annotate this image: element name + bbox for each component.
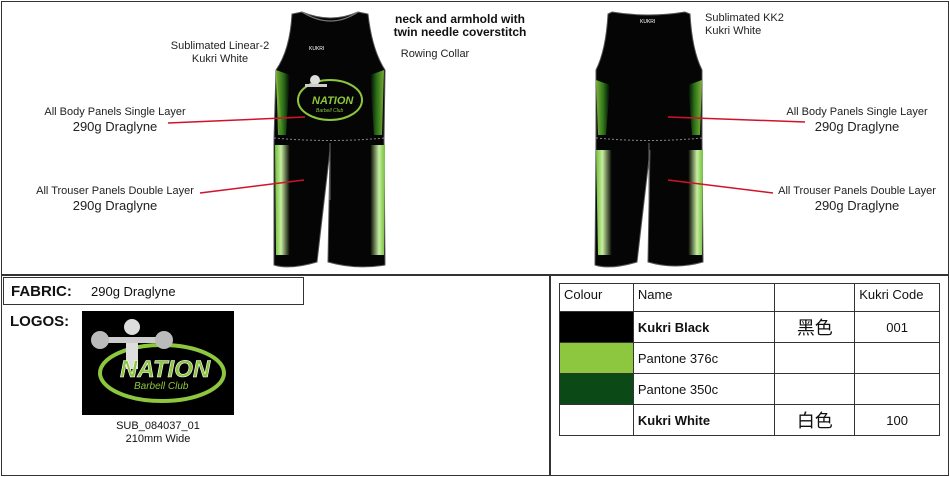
back-view: KUKRI xyxy=(594,11,704,268)
logo-subtext: Barbell Club xyxy=(134,381,189,392)
back-chest-brand: KUKRI xyxy=(640,19,655,25)
header-code: Kukri Code xyxy=(854,283,940,312)
front-chest-brand: KUKRI xyxy=(309,46,324,52)
header-colour: Colour xyxy=(559,283,634,312)
front-logo-subtext: Barbell Club xyxy=(316,108,343,114)
colour-code: 001 xyxy=(854,311,940,343)
colour-code xyxy=(854,342,940,374)
note-front-sublimated: Sublimated Linear-2 Kukri White xyxy=(170,40,270,65)
note-front-collar: Rowing Collar xyxy=(400,48,470,60)
colour-row: Kukri White 白色 100 xyxy=(559,404,940,436)
colour-chinese-name xyxy=(774,342,856,374)
section-divider-vertical xyxy=(549,275,551,476)
note-front-neck: neck and armhold with twin needle covers… xyxy=(393,12,527,39)
header-name: Name xyxy=(632,283,776,312)
garment-illustration: KUKRI NATION Barbell Club KUKRI xyxy=(167,11,806,268)
note-back-trouser: All Trouser Panels Double Layer 290g Dra… xyxy=(778,185,936,213)
fabric-label: FABRIC: xyxy=(11,283,72,300)
colour-chinese-name xyxy=(774,373,856,405)
colour-swatch xyxy=(559,311,634,343)
note-back-body: All Body Panels Single Layer 290g Dragly… xyxy=(786,106,928,134)
colour-code: 100 xyxy=(854,404,940,436)
colour-name: Kukri White xyxy=(632,404,776,436)
pointer-back-body xyxy=(667,116,806,123)
pointer-back-trouser xyxy=(667,179,774,194)
fabric-value: 290g Draglyne xyxy=(91,284,176,299)
logos-label: LOGOS: xyxy=(10,313,70,330)
colour-chinese-name: 黑色 xyxy=(774,311,856,343)
front-view: KUKRI NATION Barbell Club xyxy=(273,11,386,268)
logo-artwork: NATION Barbell Club xyxy=(91,319,226,403)
colour-table-header: Colour Name Kukri Code xyxy=(559,283,940,312)
colour-code xyxy=(854,373,940,405)
logo-size: 210mm Wide xyxy=(125,433,191,445)
note-front-trouser: All Trouser Panels Double Layer 290g Dra… xyxy=(36,185,194,213)
colour-table: Colour Name Kukri Code Kukri Black 黑色 00… xyxy=(559,283,940,436)
pointer-front-trouser xyxy=(199,179,305,194)
pointer-front-body xyxy=(167,116,306,124)
logo-text: NATION xyxy=(120,356,211,383)
fabric-box: FABRIC: 290g Draglyne xyxy=(3,277,304,305)
colour-swatch xyxy=(559,404,634,436)
colour-swatch xyxy=(559,342,634,374)
note-back-sublimated: Sublimated KK2 Kukri White xyxy=(705,12,784,37)
nation-logo-image: NATION Barbell Club xyxy=(82,311,234,415)
colour-swatch xyxy=(559,373,634,405)
colour-name: Kukri Black xyxy=(632,311,776,343)
colour-name: Pantone 350c xyxy=(632,373,776,405)
colour-row: Kukri Black 黑色 001 xyxy=(559,311,940,343)
logo-caption: SUB_084037_01 210mm Wide xyxy=(82,420,234,446)
colour-row: Pantone 350c xyxy=(559,373,940,405)
front-logo-text: NATION xyxy=(312,95,354,107)
logo-code: SUB_084037_01 xyxy=(116,420,200,432)
section-divider xyxy=(1,274,949,276)
back-suit-body xyxy=(594,11,704,268)
note-front-body: All Body Panels Single Layer 290g Dragly… xyxy=(44,106,186,134)
colour-name: Pantone 376c xyxy=(632,342,776,374)
colour-chinese-name: 白色 xyxy=(774,404,856,436)
header-chinese xyxy=(774,283,856,312)
colour-row: Pantone 376c xyxy=(559,342,940,374)
